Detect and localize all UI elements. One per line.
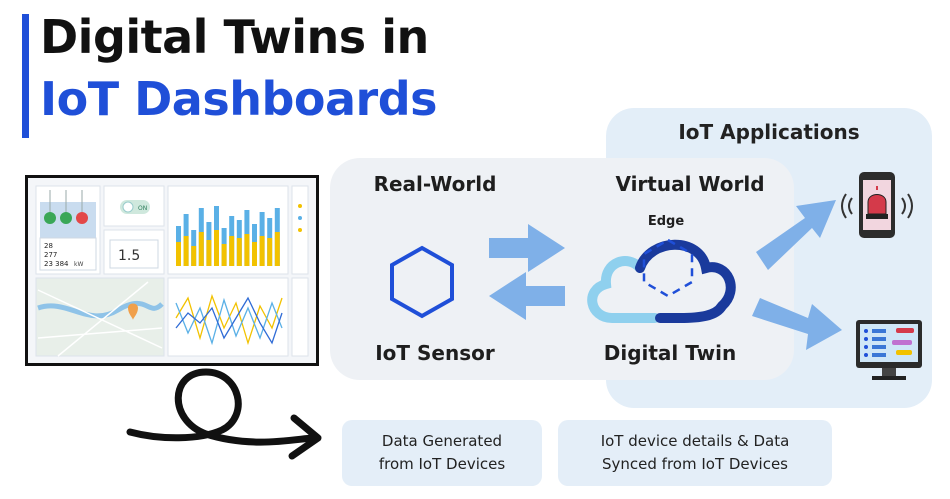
svg-text:23 384: 23 384 — [44, 260, 69, 268]
page-title-line2: IoT Dashboards — [40, 72, 438, 126]
dashboard-bar — [236, 238, 242, 266]
dashboard-bar — [229, 236, 235, 266]
arrow-left-icon — [489, 272, 565, 320]
map-pin-icon — [128, 303, 138, 320]
loop-arrow-icon — [126, 368, 322, 460]
caption-data-synced-text: IoT device details & Data Synced from Io… — [600, 432, 790, 473]
status-light-icon — [60, 212, 72, 224]
svg-text:kW: kW — [74, 261, 83, 268]
dashboard-bar — [274, 232, 280, 266]
dashboard-bar — [252, 242, 257, 266]
cloud-icon — [587, 238, 736, 323]
caption-data-generated-text: Data Generated from IoT Devices — [378, 432, 506, 473]
dashboard-bar — [206, 240, 212, 266]
iot-sensor-label: IoT Sensor — [375, 341, 495, 365]
caption-data-synced: IoT device details & Data Synced from Io… — [558, 420, 832, 486]
dashboard-bar — [176, 242, 181, 266]
svg-text:28: 28 — [44, 242, 53, 250]
dashboard-bar — [191, 246, 197, 266]
dashboard-illustration: 28 277 23 384 kW ON 1.5 — [28, 178, 316, 363]
dashboard-bar — [183, 236, 189, 266]
page-title-line1: Digital Twins in — [40, 10, 429, 64]
arrow-up-right-icon — [756, 200, 836, 270]
edge-label: Edge — [647, 214, 685, 229]
dashboard-bar — [267, 238, 273, 266]
dashboard-bar — [198, 232, 204, 266]
dashboard-bar — [244, 234, 250, 266]
svg-text:1.5: 1.5 — [118, 248, 140, 264]
caption-data-generated: Data Generated from IoT Devices — [342, 420, 542, 486]
arrow-down-right-icon — [752, 298, 842, 350]
status-light-icon — [76, 212, 88, 224]
dashboard-thumbnail: 28 277 23 384 kW ON 1.5 — [25, 175, 319, 366]
svg-text:ON: ON — [138, 205, 147, 212]
smartphone-alarm-icon — [841, 172, 913, 238]
monitor-icon — [856, 320, 922, 380]
iot-applications-label: IoT Applications — [678, 120, 860, 144]
virtual-world-label: Virtual World — [615, 172, 765, 196]
svg-text:277: 277 — [44, 251, 57, 259]
dashboard-bar — [221, 244, 227, 266]
status-light-icon — [44, 212, 56, 224]
dashboard-bar — [214, 230, 219, 266]
title-accent-bar — [22, 14, 29, 138]
hexagon-icon — [390, 245, 454, 319]
arrow-right-icon — [489, 224, 565, 272]
real-world-label: Real-World — [373, 172, 497, 196]
digital-twin-label: Digital Twin — [603, 341, 737, 365]
dashboard-bar — [259, 236, 265, 266]
